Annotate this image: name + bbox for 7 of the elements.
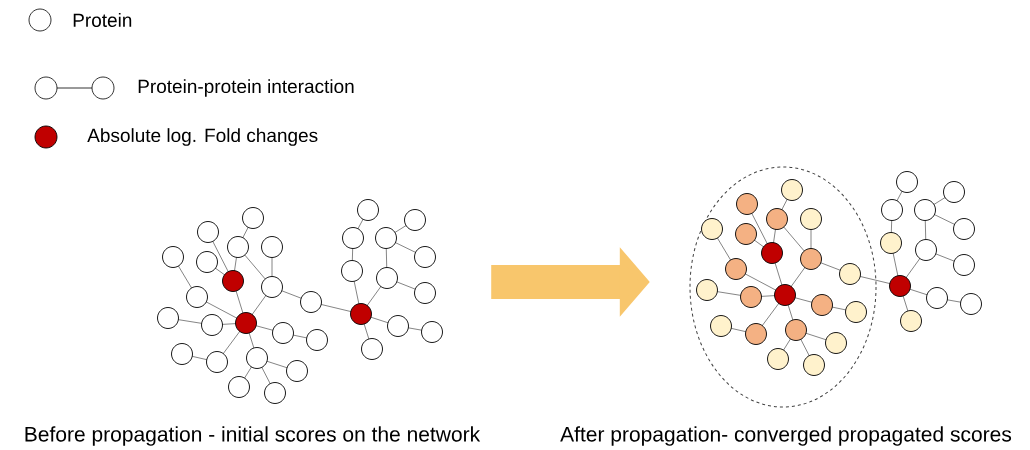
node-label: After propagation- converged propagated scores: [560, 426, 1012, 446]
node-label: Before propagation - initial scores on the network: [25, 426, 481, 446]
legend-label: Absolute log. Fold changes: [87, 128, 318, 146]
network-drawing: [157, 199, 443, 404]
network-drawing: [689, 166, 982, 408]
legend-label: Protein: [73, 13, 132, 27]
legend-label: Protein-protein interaction: [138, 79, 354, 97]
